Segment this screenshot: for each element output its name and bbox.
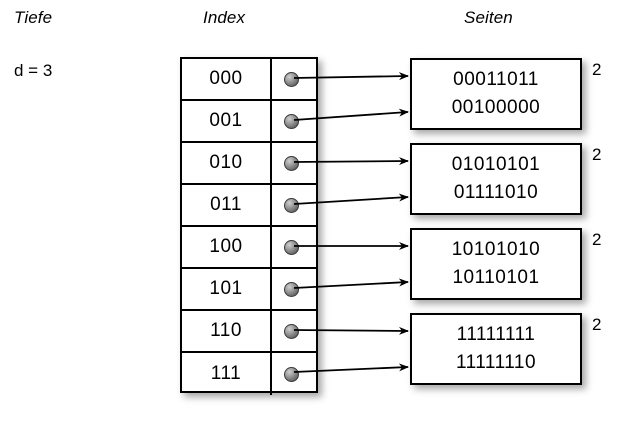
index-key-label: 001 bbox=[182, 101, 272, 141]
page-local-depth-label: 2 bbox=[592, 145, 602, 164]
index-row[interactable]: 110 bbox=[182, 311, 316, 353]
index-row[interactable]: 011 bbox=[182, 185, 316, 227]
index-row[interactable]: 001 bbox=[182, 101, 316, 143]
sphere-bullet-icon bbox=[284, 239, 299, 255]
sphere-bullet-icon bbox=[284, 197, 299, 213]
index-key-label: 101 bbox=[182, 269, 272, 309]
index-row[interactable]: 000 bbox=[182, 59, 316, 101]
page-box[interactable]: 10101010 10110101 bbox=[410, 228, 582, 300]
sphere-bullet-icon bbox=[284, 155, 299, 171]
column-header-pages: Seiten bbox=[464, 8, 513, 27]
page-local-depth-label: 2 bbox=[592, 230, 602, 249]
index-pointer-cell[interactable] bbox=[272, 101, 316, 141]
page-box[interactable]: 01010101 01111010 bbox=[410, 143, 582, 215]
index-pointer-cell[interactable] bbox=[272, 143, 316, 183]
index-key-label: 100 bbox=[182, 227, 272, 267]
index-row[interactable]: 010 bbox=[182, 143, 316, 185]
index-row[interactable]: 111 bbox=[182, 353, 316, 395]
sphere-bullet-icon bbox=[284, 71, 299, 87]
index-key-label: 010 bbox=[182, 143, 272, 183]
page-record-line: 00100000 bbox=[451, 97, 541, 118]
page-record-line: 01111010 bbox=[453, 182, 539, 203]
index-key-label: 111 bbox=[182, 353, 272, 395]
column-header-index: Index bbox=[203, 8, 246, 27]
page-record-line: 10110101 bbox=[452, 267, 540, 288]
sphere-bullet-icon bbox=[284, 366, 299, 382]
page-record-line: 11111110 bbox=[455, 352, 537, 373]
page-record-line: 11111111 bbox=[456, 324, 536, 346]
page-record-line: 01010101 bbox=[451, 154, 541, 176]
index-pointer-cell[interactable] bbox=[272, 311, 316, 351]
page-local-depth-label: 2 bbox=[592, 60, 602, 79]
index-key-label: 110 bbox=[182, 311, 272, 351]
index-pointer-cell[interactable] bbox=[272, 227, 316, 267]
page-local-depth-label: 2 bbox=[592, 315, 602, 334]
page-record-line: 00011011 bbox=[453, 69, 539, 91]
index-key-label: 011 bbox=[182, 185, 272, 225]
index-row[interactable]: 100 bbox=[182, 227, 316, 269]
index-row[interactable]: 101 bbox=[182, 269, 316, 311]
sphere-bullet-icon bbox=[284, 281, 299, 297]
page-record-line: 10101010 bbox=[451, 239, 541, 261]
page-box[interactable]: 00011011 00100000 bbox=[410, 58, 582, 130]
column-header-depth: Tiefe bbox=[14, 8, 53, 27]
index-key-label: 000 bbox=[182, 59, 272, 99]
index-pointer-cell[interactable] bbox=[272, 185, 316, 225]
page-box[interactable]: 11111111 11111110 bbox=[410, 313, 582, 385]
depth-value-label: d = 3 bbox=[14, 61, 53, 80]
index-pointer-cell[interactable] bbox=[272, 353, 316, 395]
sphere-bullet-icon bbox=[284, 113, 299, 129]
sphere-bullet-icon bbox=[284, 323, 299, 339]
index-pointer-cell[interactable] bbox=[272, 59, 316, 99]
index-pointer-cell[interactable] bbox=[272, 269, 316, 309]
